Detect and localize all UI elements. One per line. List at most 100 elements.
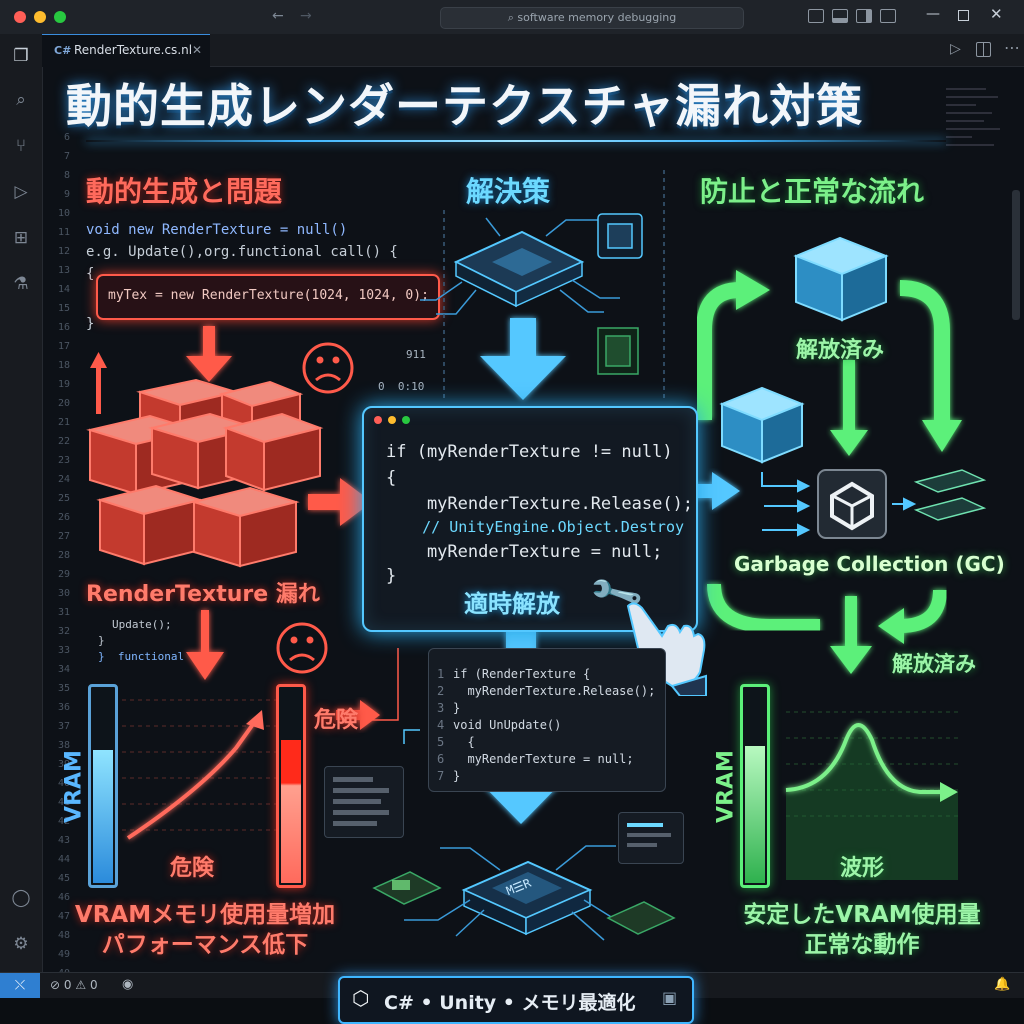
main-code-line-6: } [386,566,397,586]
red-down-arrow-2 [186,610,224,680]
line-number: 27 [57,531,70,542]
vram-bar-stable-fill [745,746,765,883]
explorer-icon[interactable]: ❐ [13,46,29,66]
line-number: 24 [57,474,70,485]
notifications-bell-icon[interactable]: 🔔 [994,977,1011,992]
stable-caption-line-2: 正常な動作 [804,932,920,958]
stable-waveform-line [785,723,944,794]
account-icon[interactable]: ◯ [11,888,31,908]
line-number: 37 [57,721,70,732]
line-number: 23 [57,455,70,466]
small-code-line-5: { [453,735,475,749]
red-up-arrow [90,352,107,414]
line-number: 47 [57,911,70,922]
main-code-line-2: { [386,468,397,488]
editor-tab-bar: C# RenderTexture.cs.nl ✕ ▷ ⋯ [42,34,1024,67]
line-number: 19 [57,379,70,390]
split-editor-icon[interactable] [976,42,991,57]
red-arrow-to-danger [336,700,380,730]
warning-count: 0 [89,978,98,992]
small-code-line-1: if (RenderTexture { [453,667,591,681]
run-debug-icon[interactable]: ▷ [14,182,28,202]
search-icon: ⌕ [507,11,518,24]
line-number: 18 [57,360,70,371]
sad-face-icon-2 [276,622,328,674]
extensions-icon[interactable]: ⊞ [13,228,29,248]
green-board-icon [597,327,639,375]
leaking-rendertexture-cubes [86,378,324,568]
line-number: 9 [63,189,70,200]
layout-panel-icon[interactable] [832,9,848,23]
tab-close-icon[interactable]: ✕ [192,43,203,57]
released-cube-left [719,386,805,464]
back-arrow-icon[interactable]: ← [272,8,284,24]
settings-gear-icon[interactable]: ⚙ [13,934,29,954]
maximize-window-button[interactable] [54,11,66,23]
line-number: 48 [57,930,70,941]
minimize-icon[interactable]: — [926,6,940,22]
problem-caption-line-2: パフォーマンス低下 [101,932,309,958]
vertical-scrollbar[interactable] [1012,190,1020,320]
readout-b: 0 0:10 [378,380,425,393]
footer-tagline: C# • Unity • メモリ最適化 [384,992,636,1014]
ports-eye-icon[interactable]: ◉ [122,977,134,992]
close-icon[interactable]: ✕ [990,5,1003,23]
green-board-small-icon [372,871,442,905]
tab-label: RenderTexture.cs.nl [74,43,193,57]
problem-tail-2: } [98,634,105,647]
tab-rendertexture[interactable]: C# RenderTexture.cs.nl ✕ [42,34,210,67]
search-icon[interactable]: ⌕ [16,90,26,110]
problem-tail-1: Update(); [112,618,172,631]
title-underline [86,140,946,142]
problems-indicator[interactable]: ⊘ 0 ⚠ 0 [50,978,98,992]
remote-indicator-icon[interactable]: ⤬ [0,973,40,999]
line-number: 7 [63,151,70,162]
run-file-icon[interactable]: ▷ [950,41,961,57]
layout-grid-icon[interactable] [880,9,896,23]
layout-sidebar-icon[interactable] [808,9,824,23]
line-number: 10 [57,208,70,219]
danger-label-chart: 危険 [170,856,215,881]
vram-bar-leak-fill [93,750,113,883]
vram-bar-danger [276,684,306,888]
testing-flask-icon[interactable]: ⚗ [13,274,29,294]
window-titlebar: ← → ⌕ software memory debugging — ✕ [0,0,1024,35]
forward-arrow-icon[interactable]: → [300,8,312,24]
released-label-top: 解放済み [796,338,885,363]
gc-label: Garbage Collection (GC) [734,552,1005,576]
line-number: 15 [57,303,70,314]
activity-bar: ❐ ⌕ ⑂ ▷ ⊞ ⚗ ◯ ⚙ [0,34,43,972]
minimize-window-button[interactable] [34,11,46,23]
line-number: 22 [57,436,70,447]
main-code-panel[interactable]: if (myRenderTexture != null) { myRenderT… [362,406,698,632]
search-text: software memory debugging [517,11,677,24]
close-window-button[interactable] [14,11,26,23]
mini-log-panel [324,766,404,838]
red-down-arrow-1 [186,326,232,382]
unity-gc-icon [817,469,887,539]
page-title: 動的生成レンダーテクスチャ漏れ対策 [66,79,864,133]
problem-code-line-4: myTex = new RenderTexture(1024, 1024, 0)… [108,288,429,303]
vram-bar-leak [88,684,118,888]
line-number: 25 [57,493,70,504]
waveform-label: 波形 [840,856,885,881]
problem-code-line-1: void new RenderTexture = null() [86,222,348,238]
leak-label: RenderTexture 漏れ [86,582,320,607]
layout-secondary-icon[interactable] [856,9,872,23]
small-code-line-6: myRenderTexture = null; [453,752,634,766]
minimap[interactable] [946,82,1006,262]
error-icon: ⊘ [50,978,61,992]
line-number: 26 [57,512,70,523]
line-number: 42 [57,816,70,827]
command-search-box[interactable]: ⌕ software memory debugging [440,7,744,29]
problem-caption: VRAMメモリ使用量増加 パフォーマンス低下 [60,900,350,960]
line-number: 13 [57,265,70,276]
connector-lines [370,648,399,721]
line-number: 44 [57,854,70,865]
more-actions-icon[interactable]: ⋯ [1004,38,1020,57]
restore-icon[interactable] [958,10,969,21]
green-down-arrow-1 [830,360,868,456]
source-control-icon[interactable]: ⑂ [15,136,27,156]
